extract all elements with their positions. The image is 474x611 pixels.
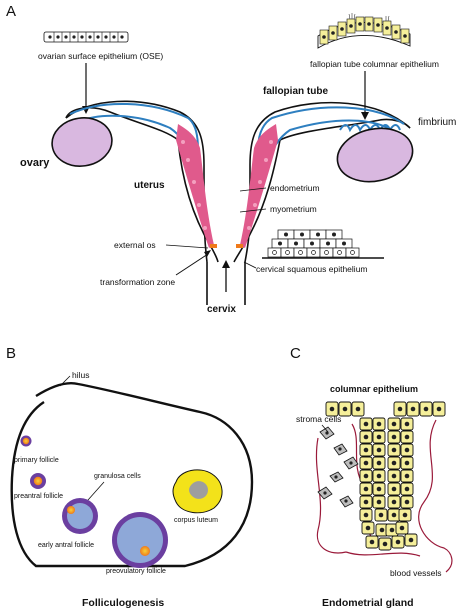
early-antral-follicle-label: early antral follicle xyxy=(38,542,94,549)
primary-follicle-oocyte xyxy=(22,437,30,445)
endometrium-label: endometrium xyxy=(270,183,320,193)
preovulatory-follicle-label: preovulatory follicle xyxy=(106,568,166,575)
uterus-outline xyxy=(65,100,411,305)
corpus-luteum-core xyxy=(189,481,208,499)
transformation-zone-right xyxy=(236,244,243,248)
columnar-epithelium-label: columnar epithelium xyxy=(330,384,418,394)
gland-columnar-cells xyxy=(325,401,446,551)
stroma-cells xyxy=(317,426,359,508)
transformation-zone-left xyxy=(210,244,217,248)
preovulatory-antrum xyxy=(117,517,163,563)
transformation-zone-label: transformation zone xyxy=(100,277,175,287)
fimbrium-label: fimbrium xyxy=(418,117,456,128)
endometrial-gland-caption: Endometrial gland xyxy=(322,597,414,609)
granulosa-pointer xyxy=(87,481,105,501)
cervix-arrowhead xyxy=(222,260,230,268)
right-ovary xyxy=(336,127,414,183)
cervical-basal-nuclei xyxy=(272,250,355,255)
corpus-luteum-label: corpus luteum xyxy=(174,517,218,524)
panel-b-letter: B xyxy=(6,345,16,362)
ose-label: ovarian surface epithelium (OSE) xyxy=(38,51,163,61)
external-os-label: external os xyxy=(114,240,156,250)
hilus-label: hilus xyxy=(72,370,89,380)
primary-follicle-label: primary follicle xyxy=(14,457,59,464)
ovary-outline xyxy=(10,382,254,568)
external-os-pointer xyxy=(165,244,209,249)
panel-c: C columnar epithelium xyxy=(290,345,453,609)
preantral-follicle-label: preantral follicle xyxy=(14,493,63,500)
gland-cell-nuclei xyxy=(329,406,442,547)
panel-c-letter: C xyxy=(290,345,301,362)
stroma-pointer xyxy=(321,424,329,433)
panel-a: A ovarian surface epithelium (OSE) xyxy=(6,3,456,315)
folliculogenesis-caption: Folliculogenesis xyxy=(82,597,164,609)
cervical-squamous-label: cervical squamous epithelium xyxy=(256,264,368,274)
fallopian-tube-label: fallopian tube xyxy=(263,86,328,97)
preantral-follicle-oocyte xyxy=(33,476,43,486)
uterus-label: uterus xyxy=(134,180,165,191)
ovary-label: ovary xyxy=(20,157,50,169)
hilus-pointer xyxy=(59,375,71,387)
blood-vessels-label: blood vessels xyxy=(390,568,442,578)
cervical-squamous-pointer xyxy=(243,261,257,269)
transformation-zone-arrowhead xyxy=(204,250,211,257)
fallopian-columnar-label: fallopian tube columnar epithelium xyxy=(310,59,439,69)
cervix-label: cervix xyxy=(207,304,236,315)
left-ovary xyxy=(51,117,113,167)
panel-a-letter: A xyxy=(6,3,16,20)
early-antral-oocyte xyxy=(67,506,75,514)
myometrium-label: myometrium xyxy=(270,204,317,214)
ose-epithelium-strip xyxy=(43,31,129,43)
granulosa-cells-label: granulosa cells xyxy=(94,473,141,480)
cervical-squamous-nuclei xyxy=(278,232,346,246)
stroma-cell-nuclei xyxy=(323,431,353,503)
transformation-zone-pointer xyxy=(175,253,209,276)
panel-b: B hilus primary follicle preantral folli… xyxy=(6,345,254,609)
endometrium-layer xyxy=(176,124,278,248)
endometrium-pointer xyxy=(239,187,267,192)
myometrium-pointer xyxy=(239,208,267,213)
stroma-cells-label: stroma cells xyxy=(296,414,341,424)
endometrium-texture xyxy=(181,140,273,230)
fallopian-columnar-arrowhead xyxy=(361,112,369,120)
fallopian-columnar-epithelium-strip xyxy=(317,13,411,49)
preovulatory-oocyte xyxy=(140,546,150,556)
